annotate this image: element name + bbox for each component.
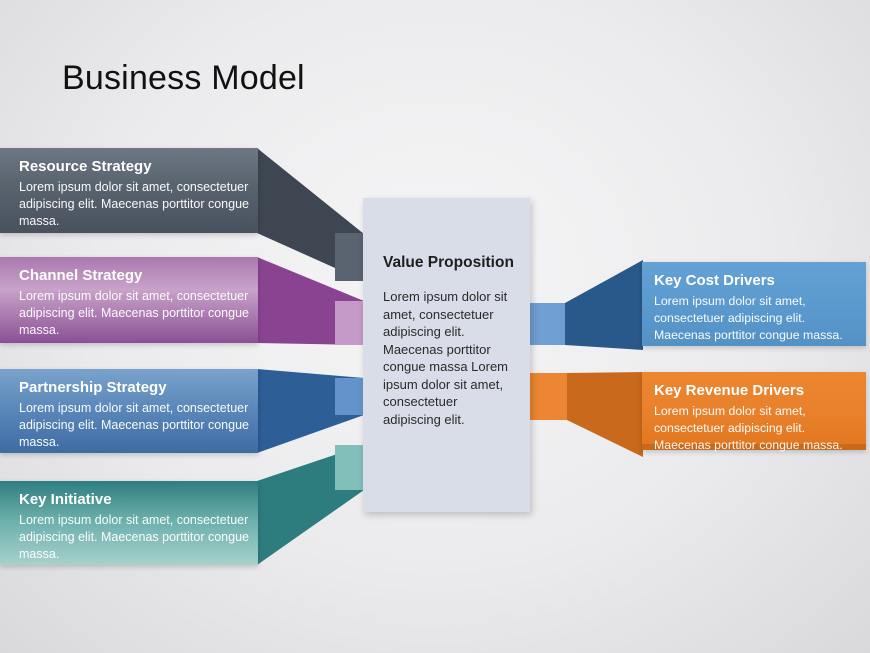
box-key-initiative: Key Initiative Lorem ipsum dolor sit ame… — [0, 481, 258, 565]
channel-connector-end — [335, 301, 364, 345]
box-key-revenue-drivers: Key Revenue Drivers Lorem ipsum dolor si… — [642, 372, 866, 452]
box-title: Key Cost Drivers — [654, 272, 775, 289]
box-body: Lorem ipsum dolor sit amet, consectetuer… — [19, 180, 249, 228]
box-body: Lorem ipsum dolor sit amet, consectetuer… — [654, 294, 843, 342]
box-partnership-strategy: Partnership Strategy Lorem ipsum dolor s… — [0, 369, 258, 453]
box-title: Partnership Strategy — [19, 379, 167, 396]
revenue-connector-start — [529, 373, 568, 420]
box-body: Lorem ipsum dolor sit amet, consectetuer… — [383, 289, 509, 427]
box-channel-strategy: Channel Strategy Lorem ipsum dolor sit a… — [0, 257, 258, 343]
cost-connector — [565, 260, 643, 350]
box-resource-strategy: Resource Strategy Lorem ipsum dolor sit … — [0, 148, 258, 233]
box-title: Key Revenue Drivers — [654, 382, 805, 399]
box-title: Channel Strategy — [19, 267, 143, 284]
cost-connector-start — [529, 303, 566, 345]
resource-connector-end — [335, 233, 364, 281]
revenue-connector — [567, 372, 643, 457]
box-body: Lorem ipsum dolor sit amet, consectetuer… — [19, 401, 249, 449]
box-title: Key Initiative — [19, 491, 112, 508]
box-key-cost-drivers: Key Cost Drivers Lorem ipsum dolor sit a… — [642, 262, 866, 346]
box-body: Lorem ipsum dolor sit amet, consectetuer… — [19, 513, 249, 561]
box-body: Lorem ipsum dolor sit amet, consectetuer… — [654, 404, 843, 452]
slide-title: Business Model — [62, 58, 305, 97]
box-value-proposition: Value Proposition Lorem ipsum dolor sit … — [363, 198, 530, 512]
box-title: Value Proposition — [383, 254, 514, 271]
box-title: Resource Strategy — [19, 158, 152, 175]
box-body: Lorem ipsum dolor sit amet, consectetuer… — [19, 289, 249, 337]
initiative-connector-end — [335, 445, 364, 490]
partnership-connector-end — [335, 378, 364, 415]
